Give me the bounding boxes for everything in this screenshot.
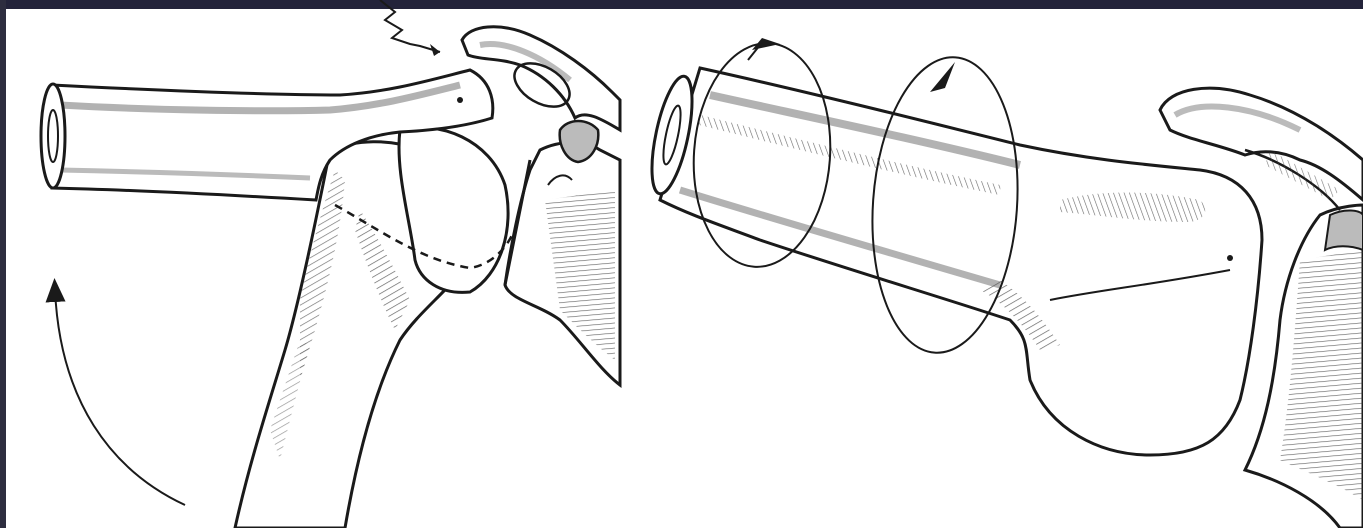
impingement-arrow [380, 0, 440, 56]
right-panel [644, 38, 1363, 528]
scapula-left [505, 143, 620, 386]
scapula-right [1245, 205, 1363, 528]
abduction-arrow-icon [55, 290, 185, 505]
left-panel [41, 0, 620, 528]
